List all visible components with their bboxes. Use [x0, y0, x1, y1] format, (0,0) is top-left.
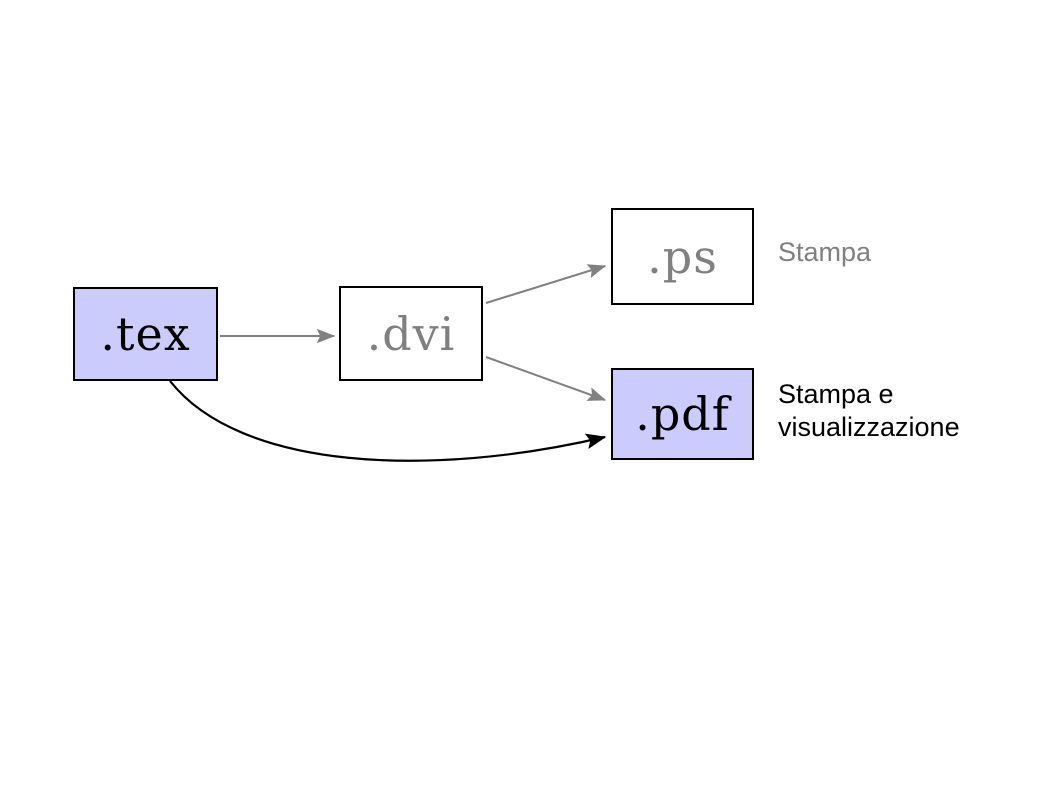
node-dvi-label: .dvi [366, 306, 456, 361]
annotation-stampa-e-visualizzazione: Stampa e visualizzazione [778, 379, 960, 442]
node-dvi[interactable]: .dvi [339, 286, 483, 381]
node-ps-label: .ps [647, 229, 718, 284]
edge-dvi-to-ps [485, 264, 607, 304]
edge-dvi-to-pdf [485, 356, 607, 401]
annotation-stampa: Stampa [778, 237, 872, 267]
node-tex[interactable]: .tex [73, 287, 218, 381]
edge-tex-to-pdf [169, 380, 607, 462]
node-pdf-label: .pdf [635, 387, 730, 441]
node-pdf[interactable]: .pdf [611, 368, 754, 460]
node-tex-label: .tex [100, 307, 191, 361]
node-ps[interactable]: .ps [611, 208, 754, 305]
